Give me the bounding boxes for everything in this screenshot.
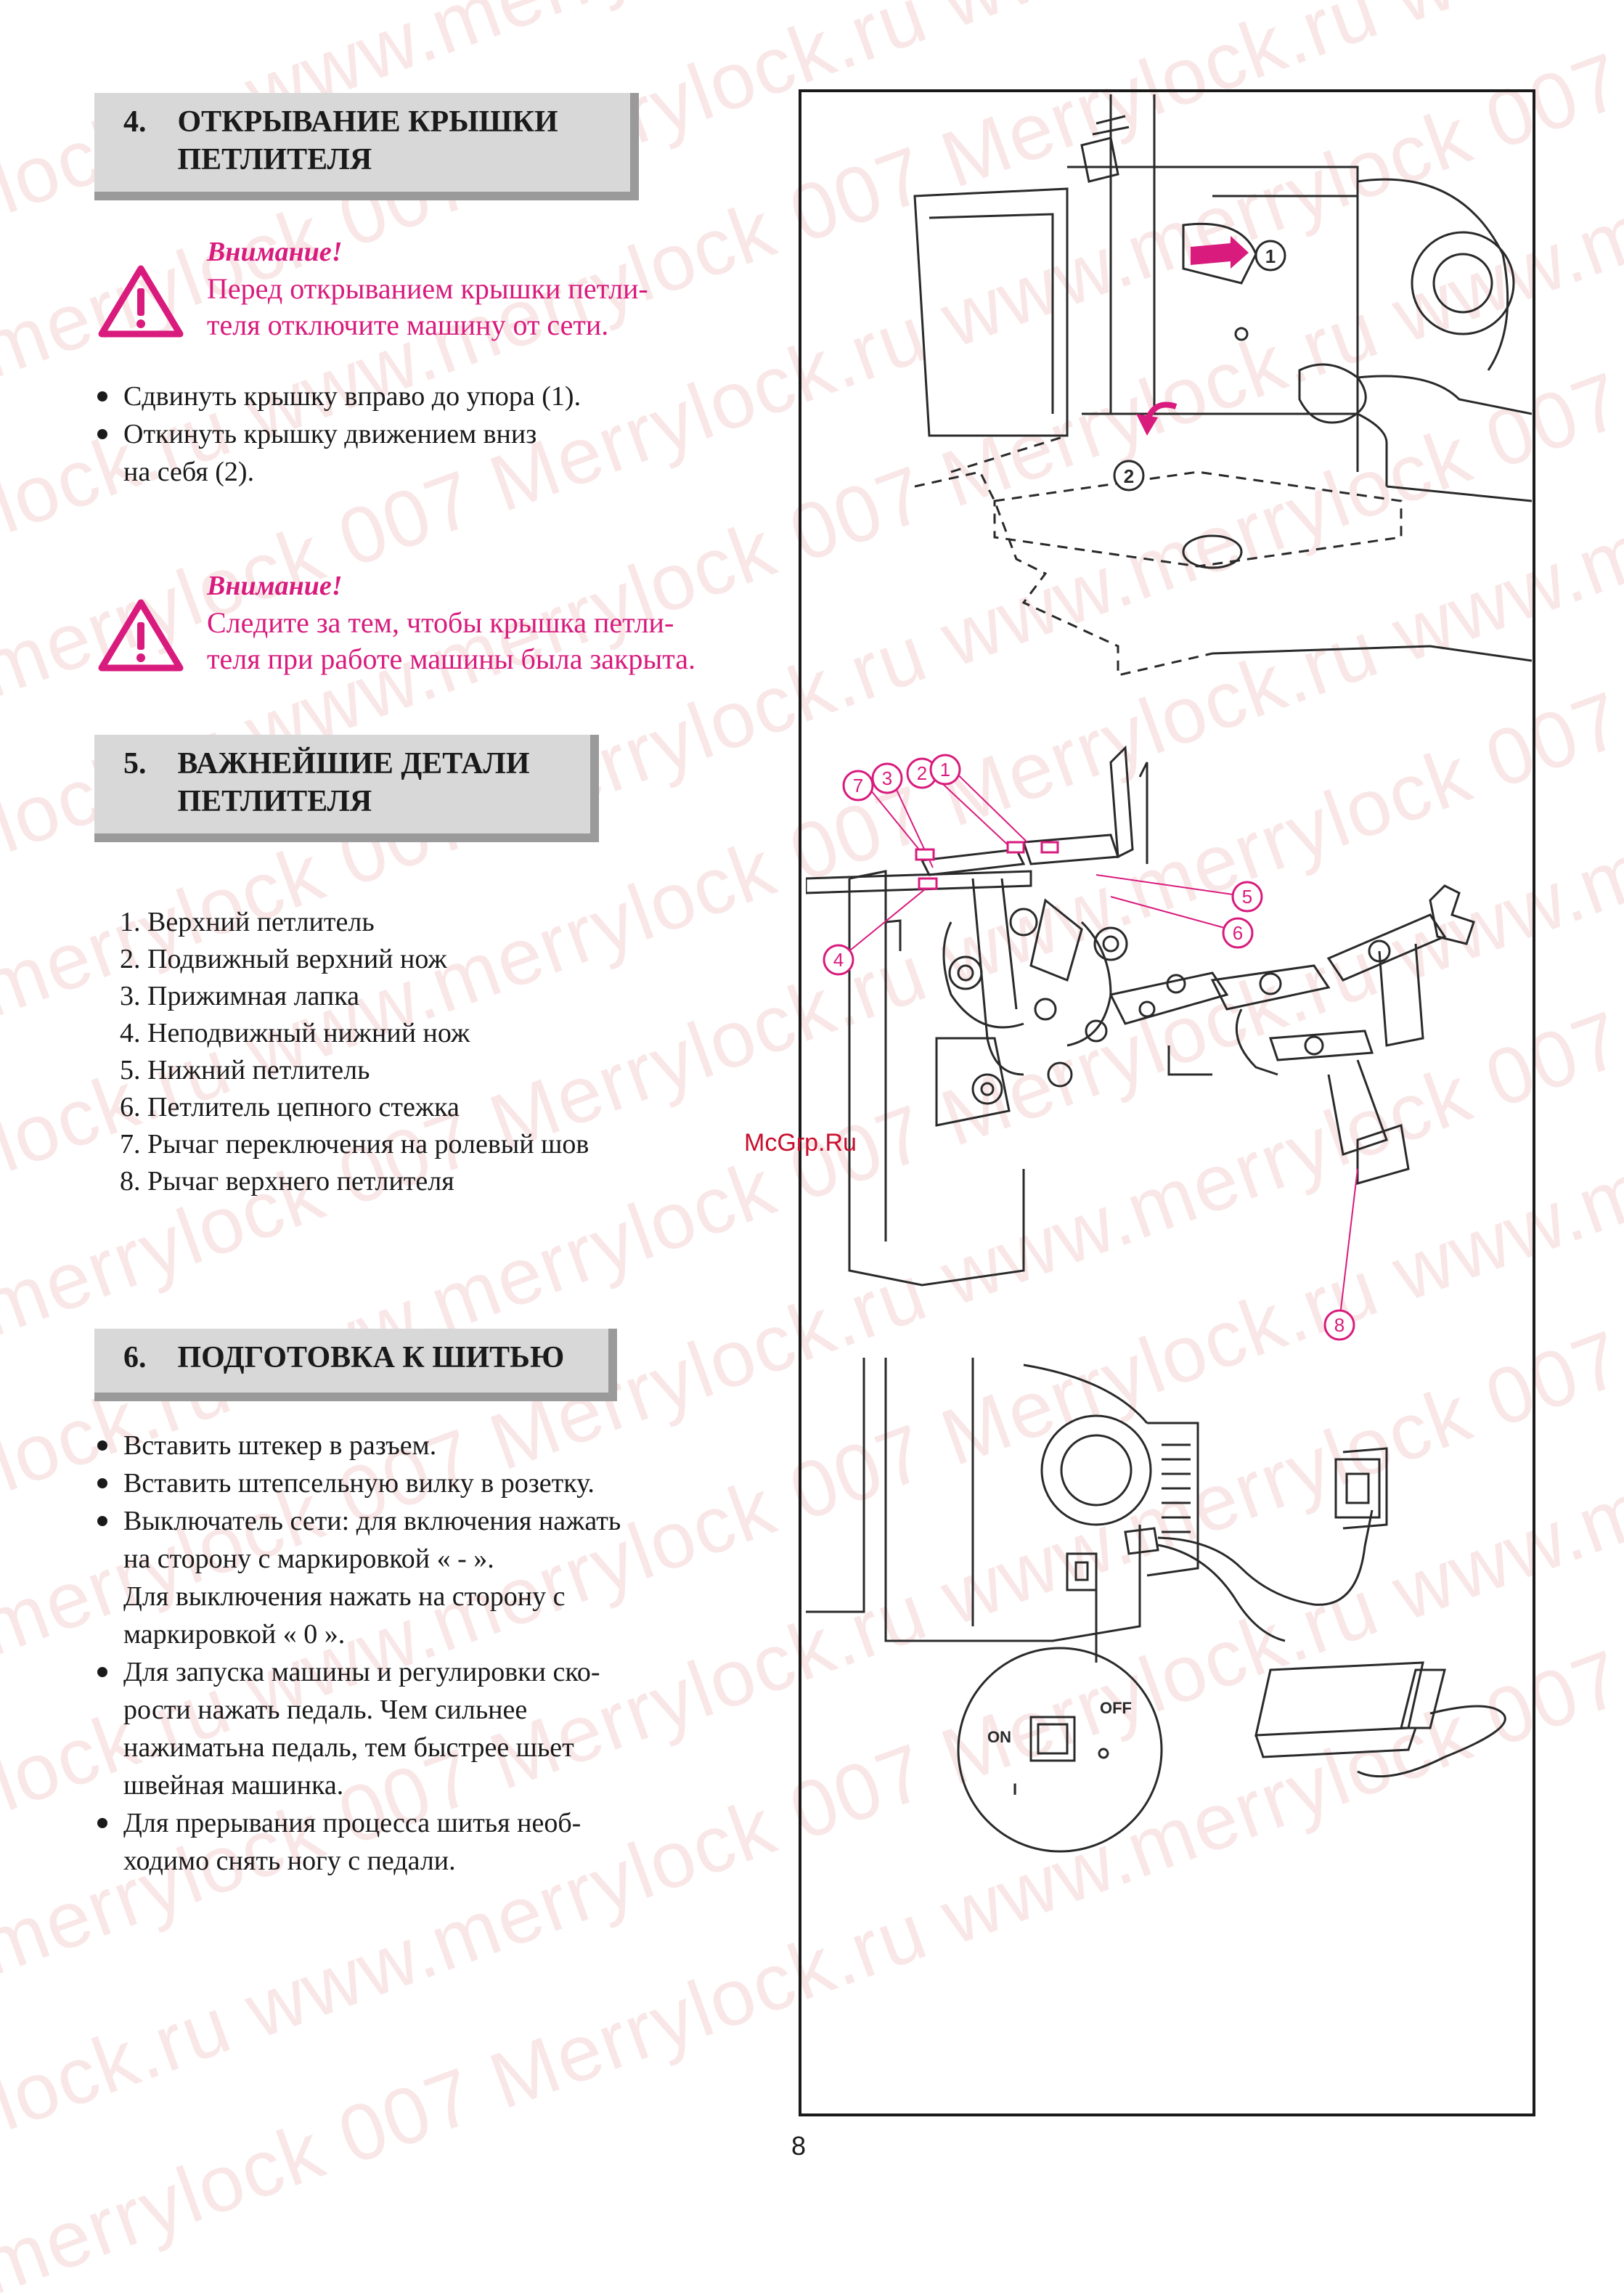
list-item: Вставить штепсельную вилку в розетку. [94, 1464, 621, 1502]
list-item-line: маркировкой « 0 ». [123, 1619, 346, 1650]
warning-label: Внимание! [207, 571, 343, 601]
svg-text:1: 1 [1265, 245, 1276, 267]
on-label: ON [987, 1728, 1011, 1746]
list-item-line: ходимо снять ногу с педали. [123, 1846, 456, 1876]
list-item-line: Вставить штепсельную вилку в розетку. [123, 1468, 595, 1499]
callout-2: 2 [1113, 460, 1145, 492]
section-title: ВАЖНЕЙШИЕ ДЕТАЛИ ПЕТЛИТЕЛЯ [178, 745, 530, 820]
list-item: 6. Петлитель цепного стежка [120, 1092, 460, 1122]
list-item-line: Выключатель сети: для включения нажать [123, 1506, 621, 1536]
section-number: 5. [123, 747, 147, 780]
illustration-frame [799, 89, 1535, 2116]
svg-text:4: 4 [833, 949, 844, 971]
svg-text:7: 7 [853, 775, 863, 796]
list-item-line: Для прерывания процесса шитья необ- [123, 1808, 582, 1838]
warning-block: Внимание! Следите за тем, чтобы крышка п… [98, 570, 795, 686]
callout-5: 5 [1231, 881, 1263, 913]
list-item: Вставить штекер в разъем. [94, 1427, 621, 1464]
svg-text:2: 2 [1124, 465, 1134, 487]
list-item-line: нажиматьна педаль, тем быстрее шьет [123, 1732, 574, 1763]
section-title-line: ВАЖНЕЙШИЕ ДЕТАЛИ [177, 747, 530, 780]
section-number: 4. [123, 105, 147, 139]
svg-text:8: 8 [1334, 1314, 1345, 1336]
callout-6: 6 [1222, 917, 1254, 949]
section-6-steps: Вставить штекер в разъем. Вставить штепс… [94, 1427, 621, 1880]
section-title: ПОДГОТОВКА К ШИТЬЮ [177, 1341, 565, 1374]
list-item-line: рости нажать педаль. Чем сильнее [123, 1695, 528, 1725]
list-item-line: Для выключения нажать на сторону с [123, 1581, 566, 1612]
list-item-continuation: на себя (2). [123, 457, 255, 487]
warning-text-line: теля отключите машину от сети. [207, 309, 609, 341]
list-item: Для прерывания процесса шитья необ- ходи… [94, 1804, 621, 1880]
section-number: 6. [123, 1341, 147, 1374]
list-item: 1. Верхний петлитель [120, 907, 375, 937]
section-4-heading: 4. ОТКРЫВАНИЕ КРЫШКИ ПЕТЛИТЕЛЯ [94, 93, 639, 200]
power-connection-illustration: ON OFF I [806, 1358, 1506, 1853]
looper-parts-illustration: 7 3 2 1 4 5 6 8 [806, 745, 1475, 1341]
section-5-heading: 5. ВАЖНЕЙШИЕ ДЕТАЛИ ПЕТЛИТЕЛЯ [94, 735, 599, 842]
warning-triangle-icon [98, 599, 184, 672]
section-title: ОТКРЫВАНИЕ КРЫШКИ ПЕТЛИТЕЛЯ [178, 103, 558, 179]
list-item: 7. Рычаг переключения на ролевый шов [120, 1129, 589, 1159]
callout-3: 3 [871, 762, 903, 794]
list-item-line: на сторону с маркировкой « - ». [123, 1544, 494, 1574]
section-4-steps: Сдвинуть крышку вправо до упора (1). Отк… [94, 378, 581, 491]
callout-8: 8 [1323, 1309, 1355, 1341]
callout-1: 1 [1254, 240, 1286, 272]
section-title-line: ПЕТЛИТЕЛЯ [177, 785, 372, 818]
list-item-line: швейная машинка. [123, 1770, 344, 1801]
list-item: 3. Прижимная лапка [120, 981, 360, 1011]
looper-cover-illustration: 1 2 [913, 94, 1532, 677]
off-label: OFF [1100, 1699, 1132, 1717]
section-title-line: ПЕТЛИТЕЛЯ [177, 143, 372, 176]
parts-list: 1. Верхний петлитель 2. Подвижный верхни… [120, 904, 589, 1200]
warning-label: Внимание! [207, 237, 343, 267]
list-item: Откинуть крышку движением вниз [94, 415, 581, 453]
svg-text:3: 3 [882, 767, 892, 789]
source-stamp: McGrp.Ru [744, 1129, 857, 1157]
svg-text:6: 6 [1233, 922, 1243, 944]
list-item-line: Для запуска машины и регулировки ско- [123, 1657, 600, 1687]
svg-text:1: 1 [940, 759, 950, 780]
section-title-line: ОТКРЫВАНИЕ КРЫШКИ [177, 105, 558, 139]
list-item: 4. Неподвижный нижний нож [120, 1018, 470, 1048]
warning-block: Внимание! Перед открыванием крышки петли… [98, 236, 751, 352]
warning-text-line: Перед открыванием крышки петли- [207, 272, 648, 305]
list-item: Выключатель сети: для включения нажать н… [94, 1502, 621, 1653]
page-number: 8 [791, 2131, 807, 2161]
list-item-line: Вставить штекер в разъем. [123, 1430, 437, 1461]
i-label: I [1013, 1780, 1017, 1798]
svg-text:5: 5 [1242, 886, 1252, 908]
warning-triangle-icon [98, 265, 184, 338]
warning-text-line: теля при работе машины была закрыта. [207, 643, 696, 675]
section-6-heading: 6. ПОДГОТОВКА К ШИТЬЮ [94, 1329, 617, 1401]
list-item: 2. Подвижный верхний нож [120, 944, 447, 974]
warning-text-line: Следите за тем, чтобы крышка петли- [207, 606, 674, 639]
list-item: Сдвинуть крышку вправо до упора (1). [94, 378, 581, 415]
list-item: 5. Нижний петлитель [120, 1055, 370, 1085]
callout-7: 7 [842, 770, 874, 802]
warning-text: Перед открыванием крышки петли- теля отк… [207, 271, 648, 343]
warning-text: Следите за тем, чтобы крышка петли- теля… [207, 605, 695, 677]
list-item: Для запуска машины и регулировки ско- ро… [94, 1653, 621, 1804]
callout-4: 4 [823, 944, 854, 976]
svg-text:2: 2 [917, 762, 927, 784]
list-item: 8. Рычаг верхнего петлителя [120, 1166, 454, 1197]
callout-1: 1 [929, 754, 961, 786]
